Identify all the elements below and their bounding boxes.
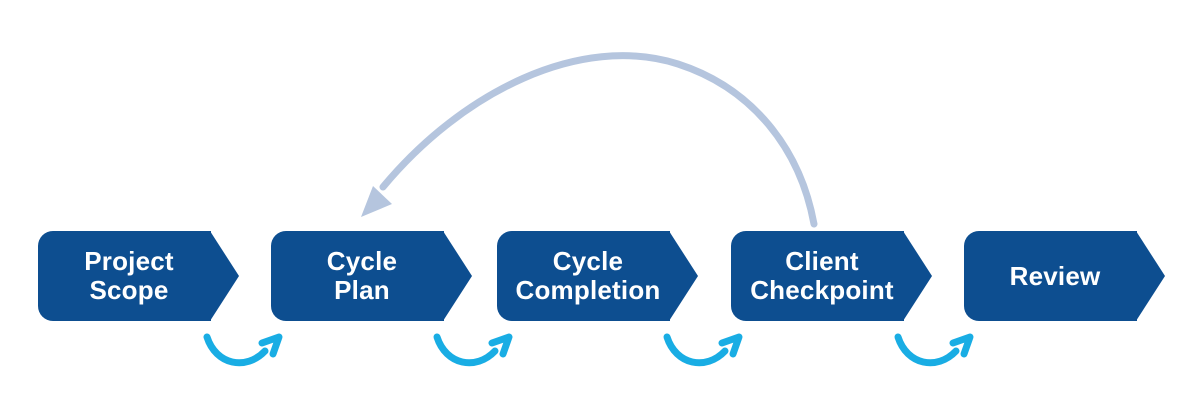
step-label-line2: Completion	[515, 275, 661, 305]
step-label: Project Scope	[38, 231, 220, 321]
step-label-line1: Cycle	[552, 246, 624, 276]
forward-arrow-2	[433, 333, 513, 367]
step-label-line2: Checkpoint	[750, 275, 894, 305]
forward-arrow-3	[663, 333, 743, 367]
step-shape	[497, 231, 670, 321]
loop-arrowhead-icon	[361, 186, 392, 217]
forward-arrowhead-icon	[718, 333, 743, 358]
loop-arc	[379, 52, 818, 228]
step-project-scope: Project Scope	[38, 231, 239, 321]
step-review: Review	[964, 231, 1165, 321]
forward-arrowhead-icon	[488, 333, 513, 358]
forward-arrow-arc	[203, 333, 269, 367]
forward-arrow-arc	[894, 333, 960, 367]
step-label-line2: Plan	[334, 275, 390, 305]
step-label: Review	[964, 231, 1146, 321]
step-shape	[38, 231, 211, 321]
step-label-line1: Client	[785, 246, 859, 276]
forward-arrow-arc	[663, 333, 729, 367]
step-label-line2: Scope	[89, 275, 169, 305]
forward-arrow-1	[203, 333, 283, 367]
step-shape	[271, 231, 444, 321]
step-label: Cycle Plan	[271, 231, 453, 321]
step-label: Client Checkpoint	[731, 231, 913, 321]
forward-arrow-4	[894, 333, 974, 367]
forward-arrowhead-icon	[949, 333, 974, 358]
step-label-line1: Project	[84, 246, 174, 276]
forward-arrowhead-icon	[258, 333, 283, 358]
step-cycle-completion: Cycle Completion	[497, 231, 698, 321]
step-client-checkpoint: Client Checkpoint	[731, 231, 932, 321]
step-label-line1: Review	[1009, 260, 1101, 291]
step-label-line1: Cycle	[326, 246, 398, 276]
step-shape	[964, 231, 1137, 321]
step-shape	[731, 231, 904, 321]
step-cycle-plan: Cycle Plan	[271, 231, 472, 321]
step-label: Cycle Completion	[497, 231, 679, 321]
forward-arrow-arc	[433, 333, 499, 367]
